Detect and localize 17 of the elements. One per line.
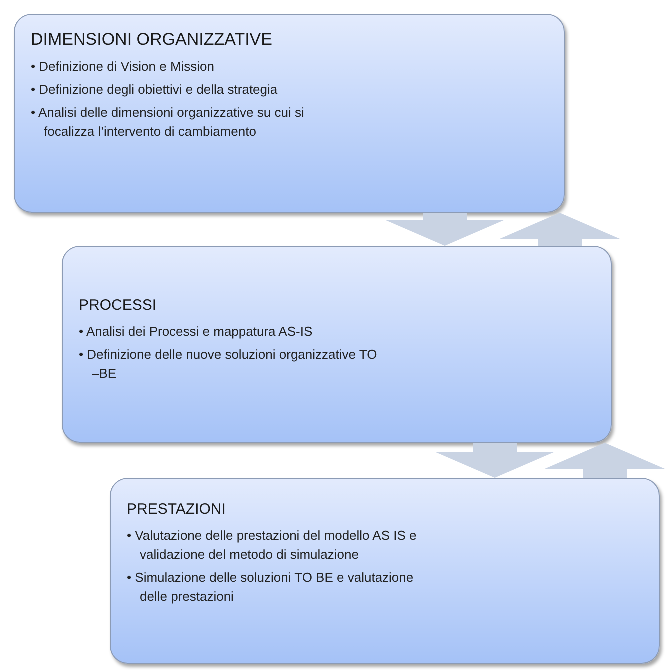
bullet-item: • Valutazione delle prestazioni del modello AS IS e validazione del metodo di simulazione [127,526,418,564]
bullet-item: • Definizione delle nuove soluzioni organizzative TO –BE [79,346,378,382]
box-heading: PROCESSI [79,296,158,316]
rounded-box [110,478,660,664]
bullet-item: • Simulazione delle soluzioni TO BE e valutazione delle prestazioni [127,568,415,606]
block-arrow [545,443,665,478]
block-arrow [435,443,555,478]
box-heading: PRESTAZIONI [127,500,227,520]
bullet-item: • Analisi dei Processi e mappatura AS-IS [79,322,314,340]
box-heading: DIMENSIONI ORGANIZZATIVE [31,29,274,51]
block-arrow [385,213,505,246]
rounded-box [14,14,565,213]
bullet-item: • Analisi delle dimensioni organizzative su cui si focalizza l’intervento di cambiamento [31,104,306,140]
block-arrow [500,213,620,246]
rounded-box [62,246,612,443]
bullet-item: • Definizione degli obiettivi e della strategia [31,80,279,98]
bullet-item: • Definizione di Vision e Mission [31,58,216,76]
